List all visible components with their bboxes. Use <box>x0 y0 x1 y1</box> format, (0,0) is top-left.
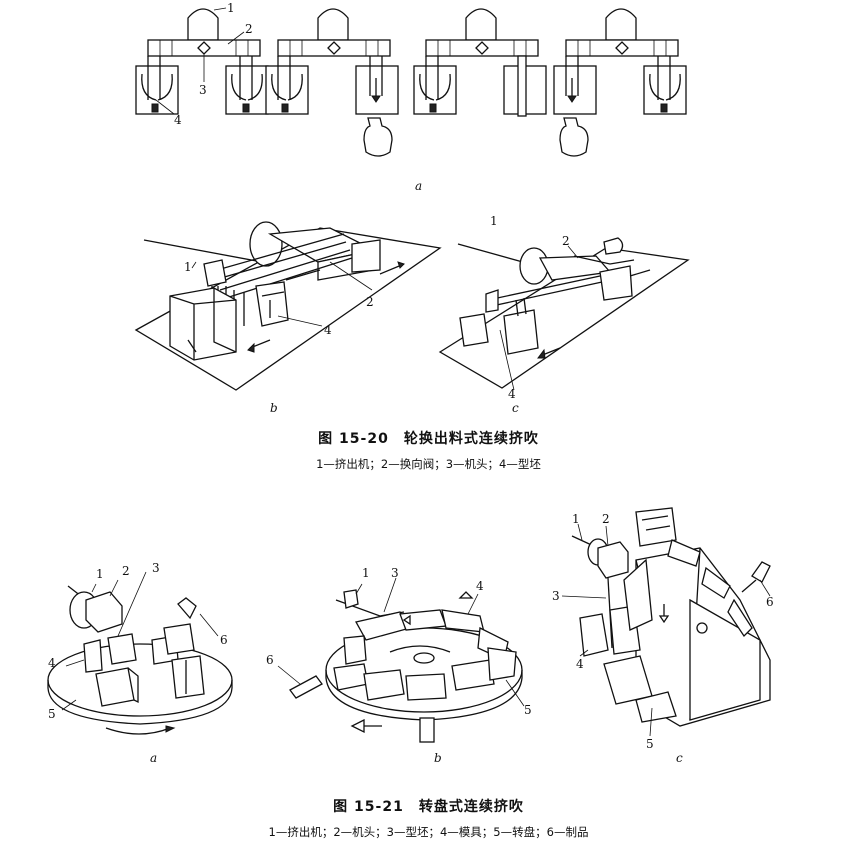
fig-15-21a-label-6: 6 <box>220 633 228 647</box>
turntable <box>47 643 233 717</box>
fig-15-21a-label-4: 4 <box>48 656 56 670</box>
fig-15-21-legend: 1—挤出机；2—机头；3—型坯；4—模具；5—转盘；6—制品 <box>268 825 589 839</box>
fig-15-20b-label-1: 1 <box>184 260 192 274</box>
fig-15-21b-label-5: 5 <box>524 703 532 717</box>
unit-3 <box>413 8 547 117</box>
fig-15-20b-label-4: 4 <box>324 323 332 337</box>
fig-15-20a-label-2: 2 <box>245 22 253 36</box>
fig-15-20a-label-1: 1 <box>227 1 235 15</box>
fig-15-21-caption: 图 15-21 转盘式连续挤吹 1—挤出机；2—机头；3—型坯；4—模具；5—转… <box>0 796 857 840</box>
fig-15-21b-label-1: 1 <box>362 566 370 580</box>
fig-15-20a-sublabel: a <box>415 179 422 193</box>
fig-15-20b-label-2: 2 <box>366 295 374 309</box>
fig-15-21a-sublabel: a <box>150 751 157 765</box>
fig-15-20a-label-4: 4 <box>174 113 182 127</box>
fig-15-20a-label-3: 3 <box>199 83 207 97</box>
fig-15-21b-label-6: 6 <box>266 653 274 667</box>
fig-15-20c-sublabel: c <box>512 401 519 415</box>
fig-15-20c-label-2: 2 <box>562 234 570 248</box>
fig-15-20b-sublabel: b <box>270 401 278 415</box>
fig-15-20-caption: 图 15-20 轮换出料式连续挤吹 1—挤出机；2—换向阀；3—机头；4—型坯 <box>0 428 857 472</box>
unit-2 <box>265 8 399 157</box>
fig-15-20c-label-4: 4 <box>508 387 516 401</box>
unit-4 <box>553 8 687 157</box>
fig-15-21-title: 图 15-21 转盘式连续挤吹 <box>333 799 524 815</box>
fig-15-20b-diagram <box>134 221 442 391</box>
fig-15-21a-diagram <box>47 571 233 735</box>
fig-15-21b-sublabel: b <box>434 751 442 765</box>
fig-15-21a-label-2: 2 <box>122 564 130 578</box>
fig-15-20c-diagram <box>438 237 690 391</box>
fig-15-21c-label-3: 3 <box>552 589 560 603</box>
fig-15-21c-label-1: 1 <box>572 512 580 526</box>
fig-15-21a-label-1: 1 <box>96 567 104 581</box>
fig-15-21c-label-2: 2 <box>602 512 610 526</box>
unit-1 <box>135 8 269 115</box>
fig-15-21a-label-5: 5 <box>48 707 56 721</box>
fig-15-20-title: 图 15-20 轮换出料式连续挤吹 <box>318 431 539 447</box>
fig-15-21b-label-3: 3 <box>391 566 399 580</box>
fig-15-20-legend: 1—挤出机；2—换向阀；3—机头；4—型坯 <box>316 457 541 471</box>
fig-15-21c-sublabel: c <box>676 751 683 765</box>
fig-15-21c-diagram <box>561 507 771 737</box>
fig-15-20a-diagram <box>135 7 687 157</box>
fig-15-21c-label-5: 5 <box>646 737 654 751</box>
fig-15-21c-label-6: 6 <box>766 595 774 609</box>
fig-15-21c-label-4: 4 <box>576 657 584 671</box>
fig-15-20c-label-1: 1 <box>490 214 498 228</box>
fig-15-21a-label-3: 3 <box>152 561 160 575</box>
fig-15-21b-label-4: 4 <box>476 579 484 593</box>
fig-15-21b-diagram <box>277 577 525 743</box>
